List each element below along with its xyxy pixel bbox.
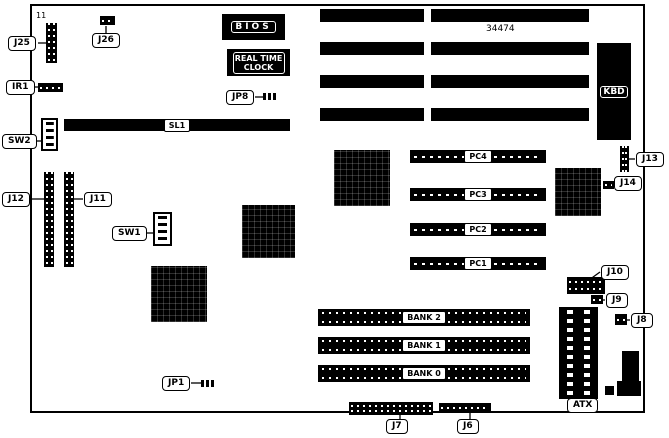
expansion-slot-bar	[320, 108, 424, 121]
callout-j6: J6	[457, 419, 479, 434]
kbd-label: KBD	[600, 85, 628, 98]
callout-jp8: JP8	[226, 90, 255, 105]
ic-chip	[334, 150, 390, 206]
slot-pc1: PC1	[410, 257, 546, 270]
j14-header	[603, 181, 614, 189]
edge-connector	[605, 386, 614, 395]
callout-j9: J9	[606, 293, 628, 308]
callout-sw1: SW1	[112, 226, 147, 241]
slot-label-bank2: BANK 2	[402, 311, 446, 324]
expansion-slot-bar	[320, 42, 424, 55]
callout-ir1: IR1	[6, 80, 35, 95]
expansion-slot-bar	[431, 9, 589, 22]
j12-header	[44, 172, 54, 267]
keyboard-connector: KBD	[597, 43, 631, 140]
slot-pc2: PC2	[410, 223, 546, 236]
part-number: 34474	[486, 24, 515, 34]
ic-chip	[242, 205, 295, 258]
callout-j13: J13	[636, 152, 664, 167]
callout-jp1: JP1	[162, 376, 191, 391]
j8-header	[615, 314, 627, 325]
bios-label: BIOS	[231, 21, 276, 33]
slot-label-bank1: BANK 1	[402, 339, 446, 352]
expansion-slot-bar	[431, 75, 589, 88]
ic-chip	[555, 168, 601, 216]
slot-sl1: SL1	[64, 118, 290, 132]
slot-label-pc3: PC3	[464, 188, 492, 201]
expansion-slot-bar	[431, 108, 589, 121]
sw2-dip-switch	[41, 118, 58, 151]
callout-j25: J25	[8, 36, 36, 51]
sw1-dip-switch	[153, 212, 172, 246]
slot-pc4: PC4	[410, 150, 546, 163]
j26-header	[100, 16, 115, 25]
callout-j7: J7	[386, 419, 408, 434]
jp1-jumper	[201, 380, 214, 387]
rtc-label: REAL TIME CLOCK	[232, 51, 285, 74]
callout-j11: J11	[84, 192, 112, 207]
bios-chip: BIOS	[222, 14, 285, 40]
slot-label-bank0: BANK 0	[402, 367, 446, 380]
rtc-chip: REAL TIME CLOCK	[227, 49, 290, 76]
slot-label-pc4: PC4	[464, 150, 492, 163]
j25-header	[46, 23, 57, 63]
expansion-slot-bar	[320, 75, 424, 88]
atx-power-connector	[559, 307, 598, 399]
slot-pc3: PC3	[410, 188, 546, 201]
callout-sw2: SW2	[2, 134, 37, 149]
slot-bank2: BANK 2	[318, 309, 530, 326]
ir1-header	[38, 83, 63, 92]
expansion-slot-bar	[320, 9, 424, 22]
slot-label-pc2: PC2	[464, 223, 492, 236]
callout-j14: J14	[614, 176, 642, 191]
j10-header	[567, 277, 605, 294]
callout-j12: J12	[2, 192, 30, 207]
callout-atx: ATX	[567, 398, 599, 413]
slot-bank1: BANK 1	[318, 337, 530, 354]
j7-header	[349, 402, 433, 415]
edge-connector	[622, 351, 639, 381]
callout-j10: J10	[601, 265, 629, 280]
slot-label-pc1: PC1	[464, 257, 492, 270]
j6-header	[439, 403, 491, 413]
edge-connector	[617, 381, 641, 396]
slot-label-sl1: SL1	[163, 118, 191, 132]
jp8-jumper	[263, 93, 276, 100]
j11-header	[64, 172, 74, 267]
slot-bank0: BANK 0	[318, 365, 530, 382]
callout-j8: J8	[631, 313, 653, 328]
j13-header	[620, 146, 629, 172]
callout-j26: J26	[92, 33, 120, 48]
ic-chip	[151, 266, 207, 322]
j9-header	[591, 295, 603, 304]
expansion-slot-bar	[431, 42, 589, 55]
corner-marking: 11	[36, 11, 47, 20]
